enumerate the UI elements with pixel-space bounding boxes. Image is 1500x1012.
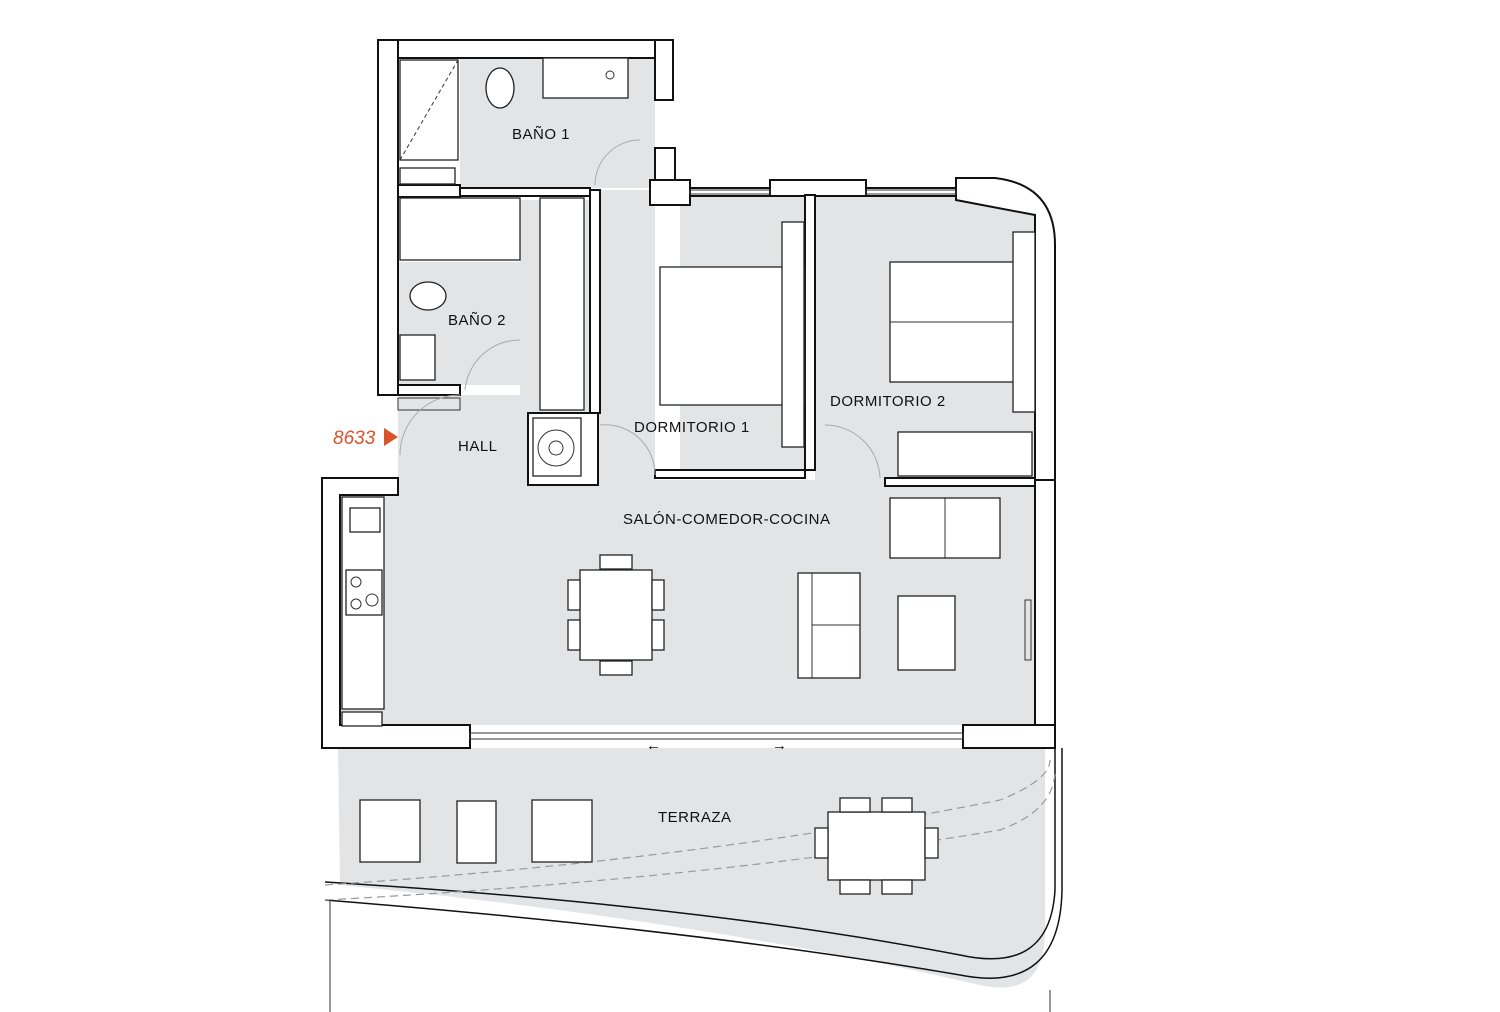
roof-outline <box>324 769 1056 901</box>
side-window[interactable] <box>1024 599 1032 661</box>
kitchen-sink <box>349 507 381 533</box>
slide-left-arrow: ← <box>646 737 662 754</box>
wall <box>649 179 691 206</box>
room-label-dormitorio2: DORMITORIO 2 <box>830 393 946 410</box>
bed-window[interactable] <box>865 189 957 195</box>
armchair <box>359 799 421 863</box>
headboard <box>781 221 805 448</box>
sink-icon <box>399 334 436 381</box>
terrace-edge <box>324 748 1063 979</box>
wardrobe <box>897 431 1033 477</box>
wall <box>865 187 957 197</box>
shower <box>399 197 521 261</box>
room-label-bano1: BAÑO 1 <box>512 126 570 143</box>
room-label-bano2: BAÑO 2 <box>448 312 506 329</box>
room-label-salon: SALÓN-COMEDOR-COCINA <box>623 511 831 528</box>
wall <box>884 477 1036 487</box>
toilet-icon <box>485 67 515 109</box>
wall <box>962 724 1056 749</box>
wall <box>459 187 591 197</box>
toilet-icon <box>409 281 447 311</box>
entrance-threshold <box>397 397 461 411</box>
terrace-table <box>827 811 926 881</box>
sink-icon <box>542 57 629 99</box>
bed-window[interactable] <box>689 189 771 195</box>
wall <box>321 477 471 749</box>
wall <box>377 39 674 59</box>
wall <box>654 39 674 101</box>
wall <box>654 469 806 479</box>
wall <box>589 189 601 414</box>
bed-1 <box>659 266 806 406</box>
armchair <box>531 799 593 863</box>
wall <box>689 187 771 197</box>
wall <box>804 194 816 471</box>
fridge <box>341 711 383 727</box>
room-label-dormitorio1: DORMITORIO 1 <box>634 419 750 436</box>
bath-wall <box>397 384 461 396</box>
dining-table <box>579 569 653 661</box>
hall-living-floor <box>340 190 1035 725</box>
terrace-edge <box>324 748 1056 960</box>
wall <box>397 184 461 198</box>
cooktop <box>345 569 383 616</box>
wall <box>377 39 399 396</box>
wall <box>1034 479 1056 749</box>
coffee-table <box>897 595 956 671</box>
headboard <box>1012 231 1036 413</box>
unit-reference: 8633 <box>333 428 376 449</box>
entrance-arrow-icon <box>384 428 398 446</box>
room-label-terraza: TERRAZA <box>658 809 732 826</box>
wardrobe <box>539 197 585 411</box>
living-window[interactable] <box>469 732 964 740</box>
side-table <box>456 800 497 864</box>
wall <box>769 179 867 197</box>
slide-right-arrow: → <box>772 737 788 754</box>
storage <box>399 167 456 185</box>
room-label-hall: HALL <box>458 438 498 455</box>
